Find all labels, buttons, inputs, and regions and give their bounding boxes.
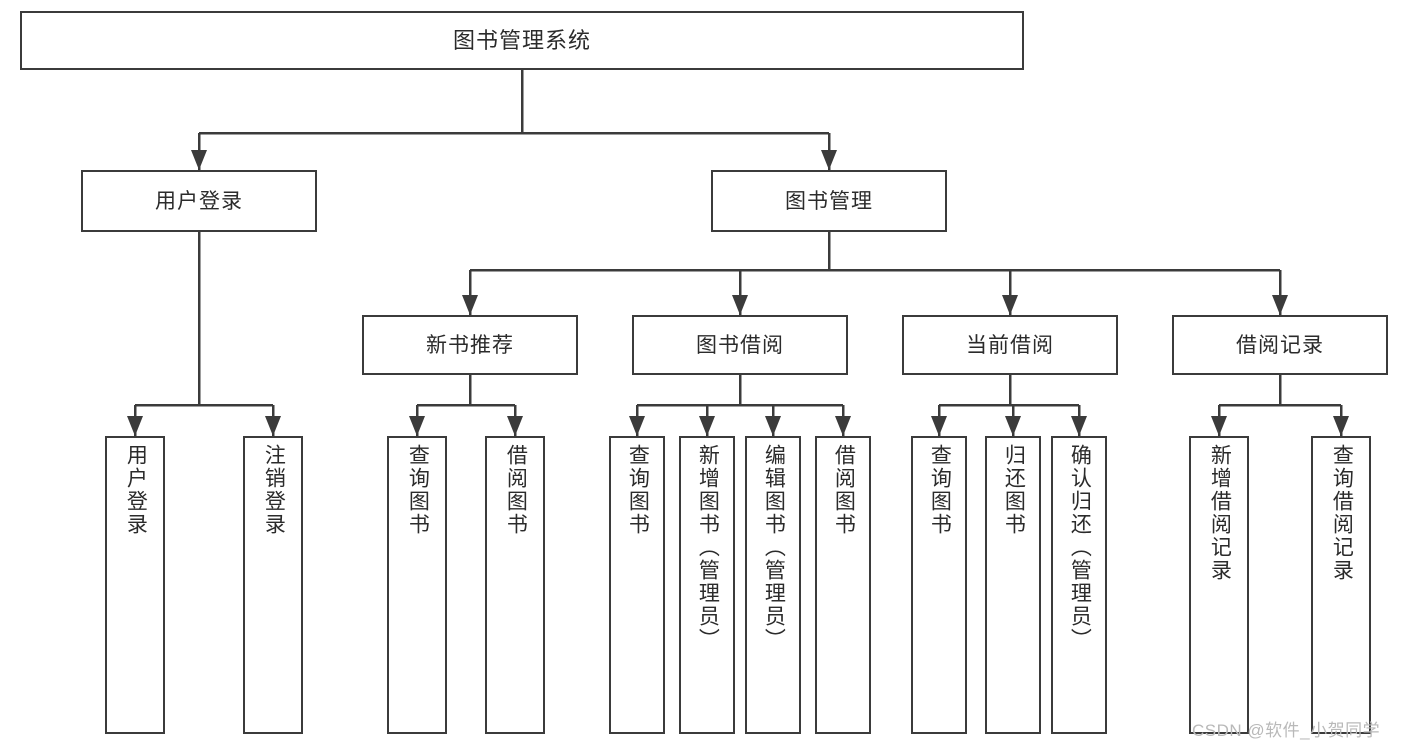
node-leaf_0: 用户登录 (105, 436, 165, 734)
node-label: 新增借阅记录 (1208, 444, 1232, 582)
node-label: 查询图书 (626, 444, 650, 536)
node-leaf_7: 借阅图书 (815, 436, 871, 734)
arrowhead-icon (765, 416, 781, 436)
node-label: 图书管理 (785, 189, 873, 213)
arrowhead-icon (732, 295, 748, 315)
arrowhead-icon (1005, 416, 1021, 436)
node-label: 查询图书 (928, 444, 952, 536)
node-leaf_11: 新增借阅记录 (1189, 436, 1249, 734)
arrowhead-icon (1272, 295, 1288, 315)
node-leaf_9: 归还图书 (985, 436, 1041, 734)
node-label: 借阅记录 (1236, 333, 1324, 357)
node-label: 确认归还（管理员） (1068, 444, 1092, 651)
node-label: 当前借阅 (966, 333, 1054, 357)
node-leaf_2: 查询图书 (387, 436, 447, 734)
node-leaf_8: 查询图书 (911, 436, 967, 734)
arrowhead-icon (1071, 416, 1087, 436)
arrowhead-icon (507, 416, 523, 436)
arrowhead-icon (1002, 295, 1018, 315)
node-leaf_6: 编辑图书（管理员） (745, 436, 801, 734)
node-label: 查询借阅记录 (1330, 444, 1354, 582)
node-label: 图书借阅 (696, 333, 784, 357)
node-leaf_1: 注销登录 (243, 436, 303, 734)
node-root: 图书管理系统 (20, 11, 1024, 70)
node-l2_0: 用户登录 (81, 170, 317, 232)
node-leaf_3: 借阅图书 (485, 436, 545, 734)
node-label: 新增图书（管理员） (696, 444, 720, 651)
node-l3_3: 借阅记录 (1172, 315, 1388, 375)
node-label: 注销登录 (262, 444, 286, 536)
arrowhead-icon (835, 416, 851, 436)
arrowhead-icon (127, 416, 143, 436)
node-label: 用户登录 (155, 189, 243, 213)
node-label: 用户登录 (124, 444, 148, 536)
arrowhead-icon (629, 416, 645, 436)
node-label: 图书管理系统 (452, 27, 591, 53)
arrowhead-icon (699, 416, 715, 436)
node-label: 归还图书 (1002, 444, 1026, 536)
arrowhead-icon (1333, 416, 1349, 436)
arrowhead-icon (821, 150, 837, 170)
node-label: 查询图书 (406, 444, 430, 536)
watermark: CSDN @软件_小贺同学 (1192, 721, 1381, 740)
node-l3_0: 新书推荐 (362, 315, 578, 375)
node-label: 编辑图书（管理员） (762, 444, 786, 651)
arrowhead-icon (409, 416, 425, 436)
node-l3_1: 图书借阅 (632, 315, 848, 375)
node-label: 新书推荐 (426, 333, 514, 357)
node-l2_1: 图书管理 (711, 170, 947, 232)
node-label: 借阅图书 (832, 444, 856, 536)
arrowhead-icon (1211, 416, 1227, 436)
arrowhead-icon (462, 295, 478, 315)
arrowhead-icon (191, 150, 207, 170)
arrowhead-icon (265, 416, 281, 436)
node-l3_2: 当前借阅 (902, 315, 1118, 375)
node-leaf_5: 新增图书（管理员） (679, 436, 735, 734)
node-label: 借阅图书 (504, 444, 528, 536)
arrowhead-icon (931, 416, 947, 436)
node-leaf_12: 查询借阅记录 (1311, 436, 1371, 734)
node-leaf_10: 确认归还（管理员） (1051, 436, 1107, 734)
node-leaf_4: 查询图书 (609, 436, 665, 734)
